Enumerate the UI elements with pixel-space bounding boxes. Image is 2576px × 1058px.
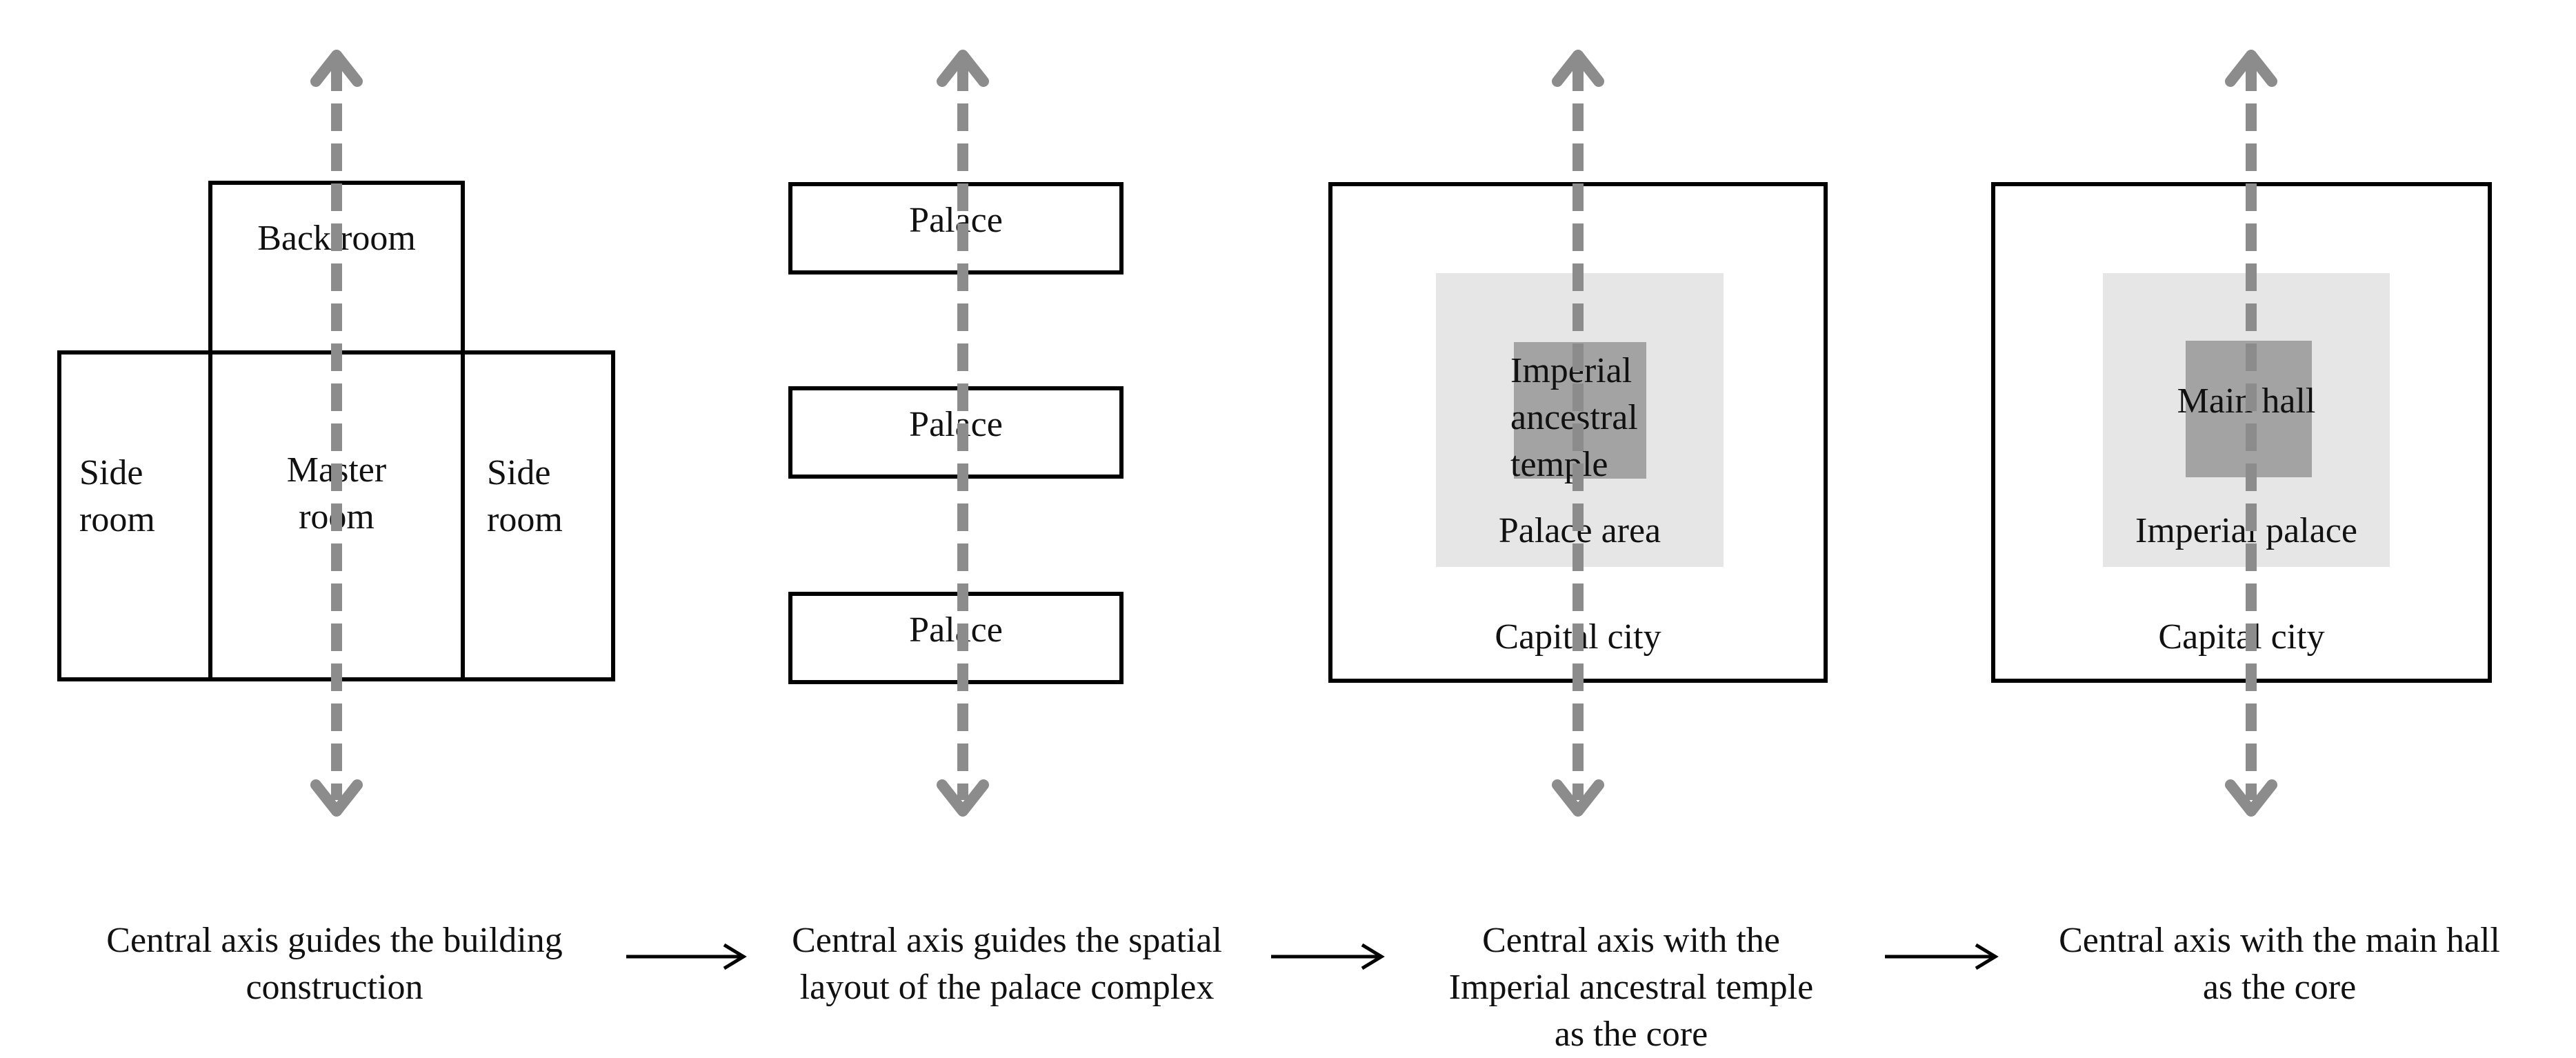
ancestral-temple-label: Imperial ancestral temple: [1510, 351, 1638, 484]
imperial-palace-label: Imperial palace: [2135, 511, 2357, 550]
master-room-label: Master room: [286, 450, 387, 537]
caption-main-hall: Central axis with the main hall as the c…: [2059, 921, 2500, 1007]
flow-arrow-1: [626, 943, 747, 970]
capital-city-box-2: [1991, 182, 2492, 683]
caption-palace-complex: Central axis guides the spatial layout o…: [792, 921, 1222, 1007]
flow-arrow-2: [1271, 943, 1385, 970]
capital-city-label-1: Capital city: [1495, 617, 1661, 657]
capital-city-label-2: Capital city: [2158, 617, 2325, 657]
palace-label-2: Palace: [909, 405, 1003, 444]
flow-arrow-3: [1885, 943, 1999, 970]
palace-box-3: [788, 592, 1124, 684]
side-room-left-label: Side room: [79, 453, 155, 539]
main-hall-label: Main hall: [2177, 381, 2316, 421]
side-room-right-label: Side room: [487, 453, 563, 539]
caption-building-construction: Central axis guides the building constru…: [106, 921, 563, 1007]
palace-area-label: Palace area: [1498, 511, 1661, 550]
palace-label-1: Palace: [909, 201, 1003, 240]
palace-box-2: [788, 386, 1124, 479]
back-room-label: Back room: [257, 219, 416, 258]
back-room-box: [208, 181, 465, 355]
caption-ancestral-temple: Central axis with the Imperial ancestral…: [1448, 921, 1814, 1054]
side-room-right-box: [461, 350, 615, 681]
palace-box-1: [788, 182, 1124, 275]
palace-label-3: Palace: [909, 610, 1003, 650]
